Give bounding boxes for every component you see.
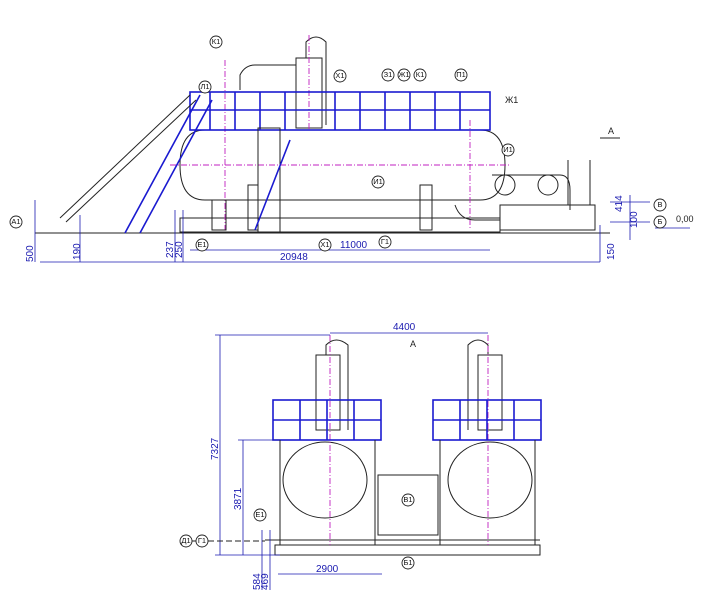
callout: П1: [454, 68, 468, 82]
callout: Б1: [401, 556, 415, 570]
svg-text:К1: К1: [212, 37, 221, 46]
pump-skid: [499, 204, 596, 231]
svg-text:И1: И1: [373, 177, 383, 186]
pump-block: [377, 474, 439, 536]
callout: З1: [381, 68, 395, 82]
svg-text:Х1: Х1: [320, 240, 329, 249]
dim-7327: 7327: [210, 437, 221, 460]
dim-584: 584: [252, 573, 263, 590]
ladder: [257, 127, 281, 234]
callout-top-right: Ж1: [505, 95, 518, 105]
callout: Х1: [318, 238, 332, 252]
level-callout: Б: [653, 215, 667, 229]
callout: К1: [209, 35, 223, 49]
horizontal-vessel: [179, 129, 506, 201]
column-right: [477, 354, 503, 431]
side-view: 11000 20948 500 190 237 250 150 100 414 …: [9, 35, 694, 263]
callout: Ж1: [397, 68, 411, 82]
callout: Е1: [195, 238, 209, 252]
callout: Е1: [253, 508, 267, 522]
callout: И1: [501, 143, 515, 157]
dim-150: 150: [606, 243, 617, 260]
front-view: 4400 А 7327 3871 2900 584 469 Д1 Г1 Е1 В…: [179, 322, 542, 590]
dim-overall-length: 20948: [280, 252, 308, 263]
svg-text:Г1: Г1: [198, 536, 206, 545]
column-left: [315, 354, 341, 431]
callout: Л1: [198, 80, 212, 94]
svg-text:Б: Б: [658, 217, 663, 226]
dim-190: 190: [72, 243, 83, 260]
vessel-right: [447, 441, 533, 519]
elevation-label: 0,00: [676, 214, 694, 224]
callout: И1: [371, 175, 385, 189]
svg-text:Д1: Д1: [181, 536, 190, 545]
dim-469: 469: [260, 573, 271, 590]
base-frame: [274, 544, 541, 556]
dim-100: 100: [629, 211, 640, 228]
svg-text:В1: В1: [403, 495, 412, 504]
svg-text:П1: П1: [456, 70, 466, 79]
dim-2900: 2900: [316, 564, 339, 575]
dim-250: 250: [174, 241, 185, 258]
callout: К1: [413, 68, 427, 82]
callout: Г1: [378, 235, 392, 249]
section-mark: А: [608, 126, 614, 136]
callout: А1: [9, 215, 23, 229]
stair: [124, 94, 201, 234]
svg-text:Е1: Е1: [197, 240, 206, 249]
dim-237: 237: [165, 241, 176, 258]
svg-text:З1: З1: [384, 70, 393, 79]
svg-text:Л1: Л1: [200, 82, 209, 91]
callout: Д1: [179, 534, 193, 548]
vessel-left: [282, 441, 368, 519]
dim-500: 500: [25, 245, 36, 262]
dim-4400: 4400: [393, 322, 416, 333]
level-callout: В: [653, 198, 667, 212]
svg-text:А1: А1: [11, 217, 20, 226]
svg-text:В: В: [657, 200, 662, 209]
skid-frame: [179, 217, 501, 233]
callout: Х1: [333, 69, 347, 83]
platform-railing: [189, 91, 491, 131]
dim-3871: 3871: [233, 487, 244, 510]
svg-text:Б1: Б1: [403, 558, 412, 567]
dim-vessel-length: 11000: [340, 240, 368, 251]
callout: Г1: [195, 534, 209, 548]
svg-text:К1: К1: [416, 70, 425, 79]
view-label: А: [410, 339, 416, 349]
dim-414: 414: [614, 195, 625, 212]
svg-text:И1: И1: [503, 145, 513, 154]
svg-text:Ж1: Ж1: [398, 70, 409, 79]
svg-text:Г1: Г1: [381, 237, 389, 246]
svg-text:Х1: Х1: [335, 71, 344, 80]
svg-text:Е1: Е1: [255, 510, 264, 519]
callout: В1: [401, 493, 415, 507]
